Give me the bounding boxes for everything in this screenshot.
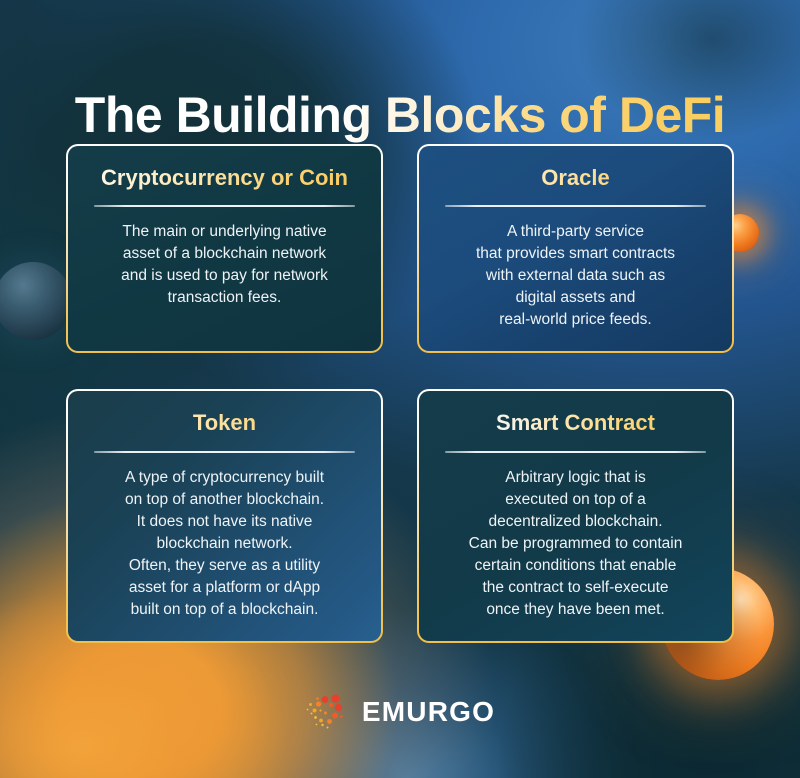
cards-grid: Cryptocurrency or Coin The main or under… [66,144,734,643]
card-title: Smart Contract [441,409,710,436]
card-title: Cryptocurrency or Coin [90,164,359,191]
card-body: Arbitrary logic that is executed on top … [468,468,683,618]
blue-sphere-left-icon [0,262,72,340]
card-body: A third-party service that provides smar… [476,223,675,329]
card-token: Token A type of cryptocurrency built on … [66,389,383,643]
card-title: Token [90,409,359,436]
brand-name: EMURGO [361,696,496,727]
card-smart-contract: Smart Contract Arbitrary logic that is e… [417,389,734,643]
card-cryptocurrency-or-coin: Cryptocurrency or Coin The main or under… [66,144,383,354]
card-body: A type of cryptocurrency built on top of… [124,468,325,618]
card-divider [445,450,706,453]
card-oracle: Oracle A third-party service that provid… [417,144,734,354]
background-dark-top-right [576,0,800,141]
card-body: The main or underlying native asset of a… [121,223,328,307]
brand-logo: EMURGO [0,690,800,734]
card-title: Oracle [441,164,710,191]
page-title: The Building Blocks of DeFi [0,86,800,144]
card-divider [94,205,355,208]
emurgo-spiral-dots-icon [306,694,343,729]
card-divider [445,205,706,208]
card-divider [94,450,355,453]
